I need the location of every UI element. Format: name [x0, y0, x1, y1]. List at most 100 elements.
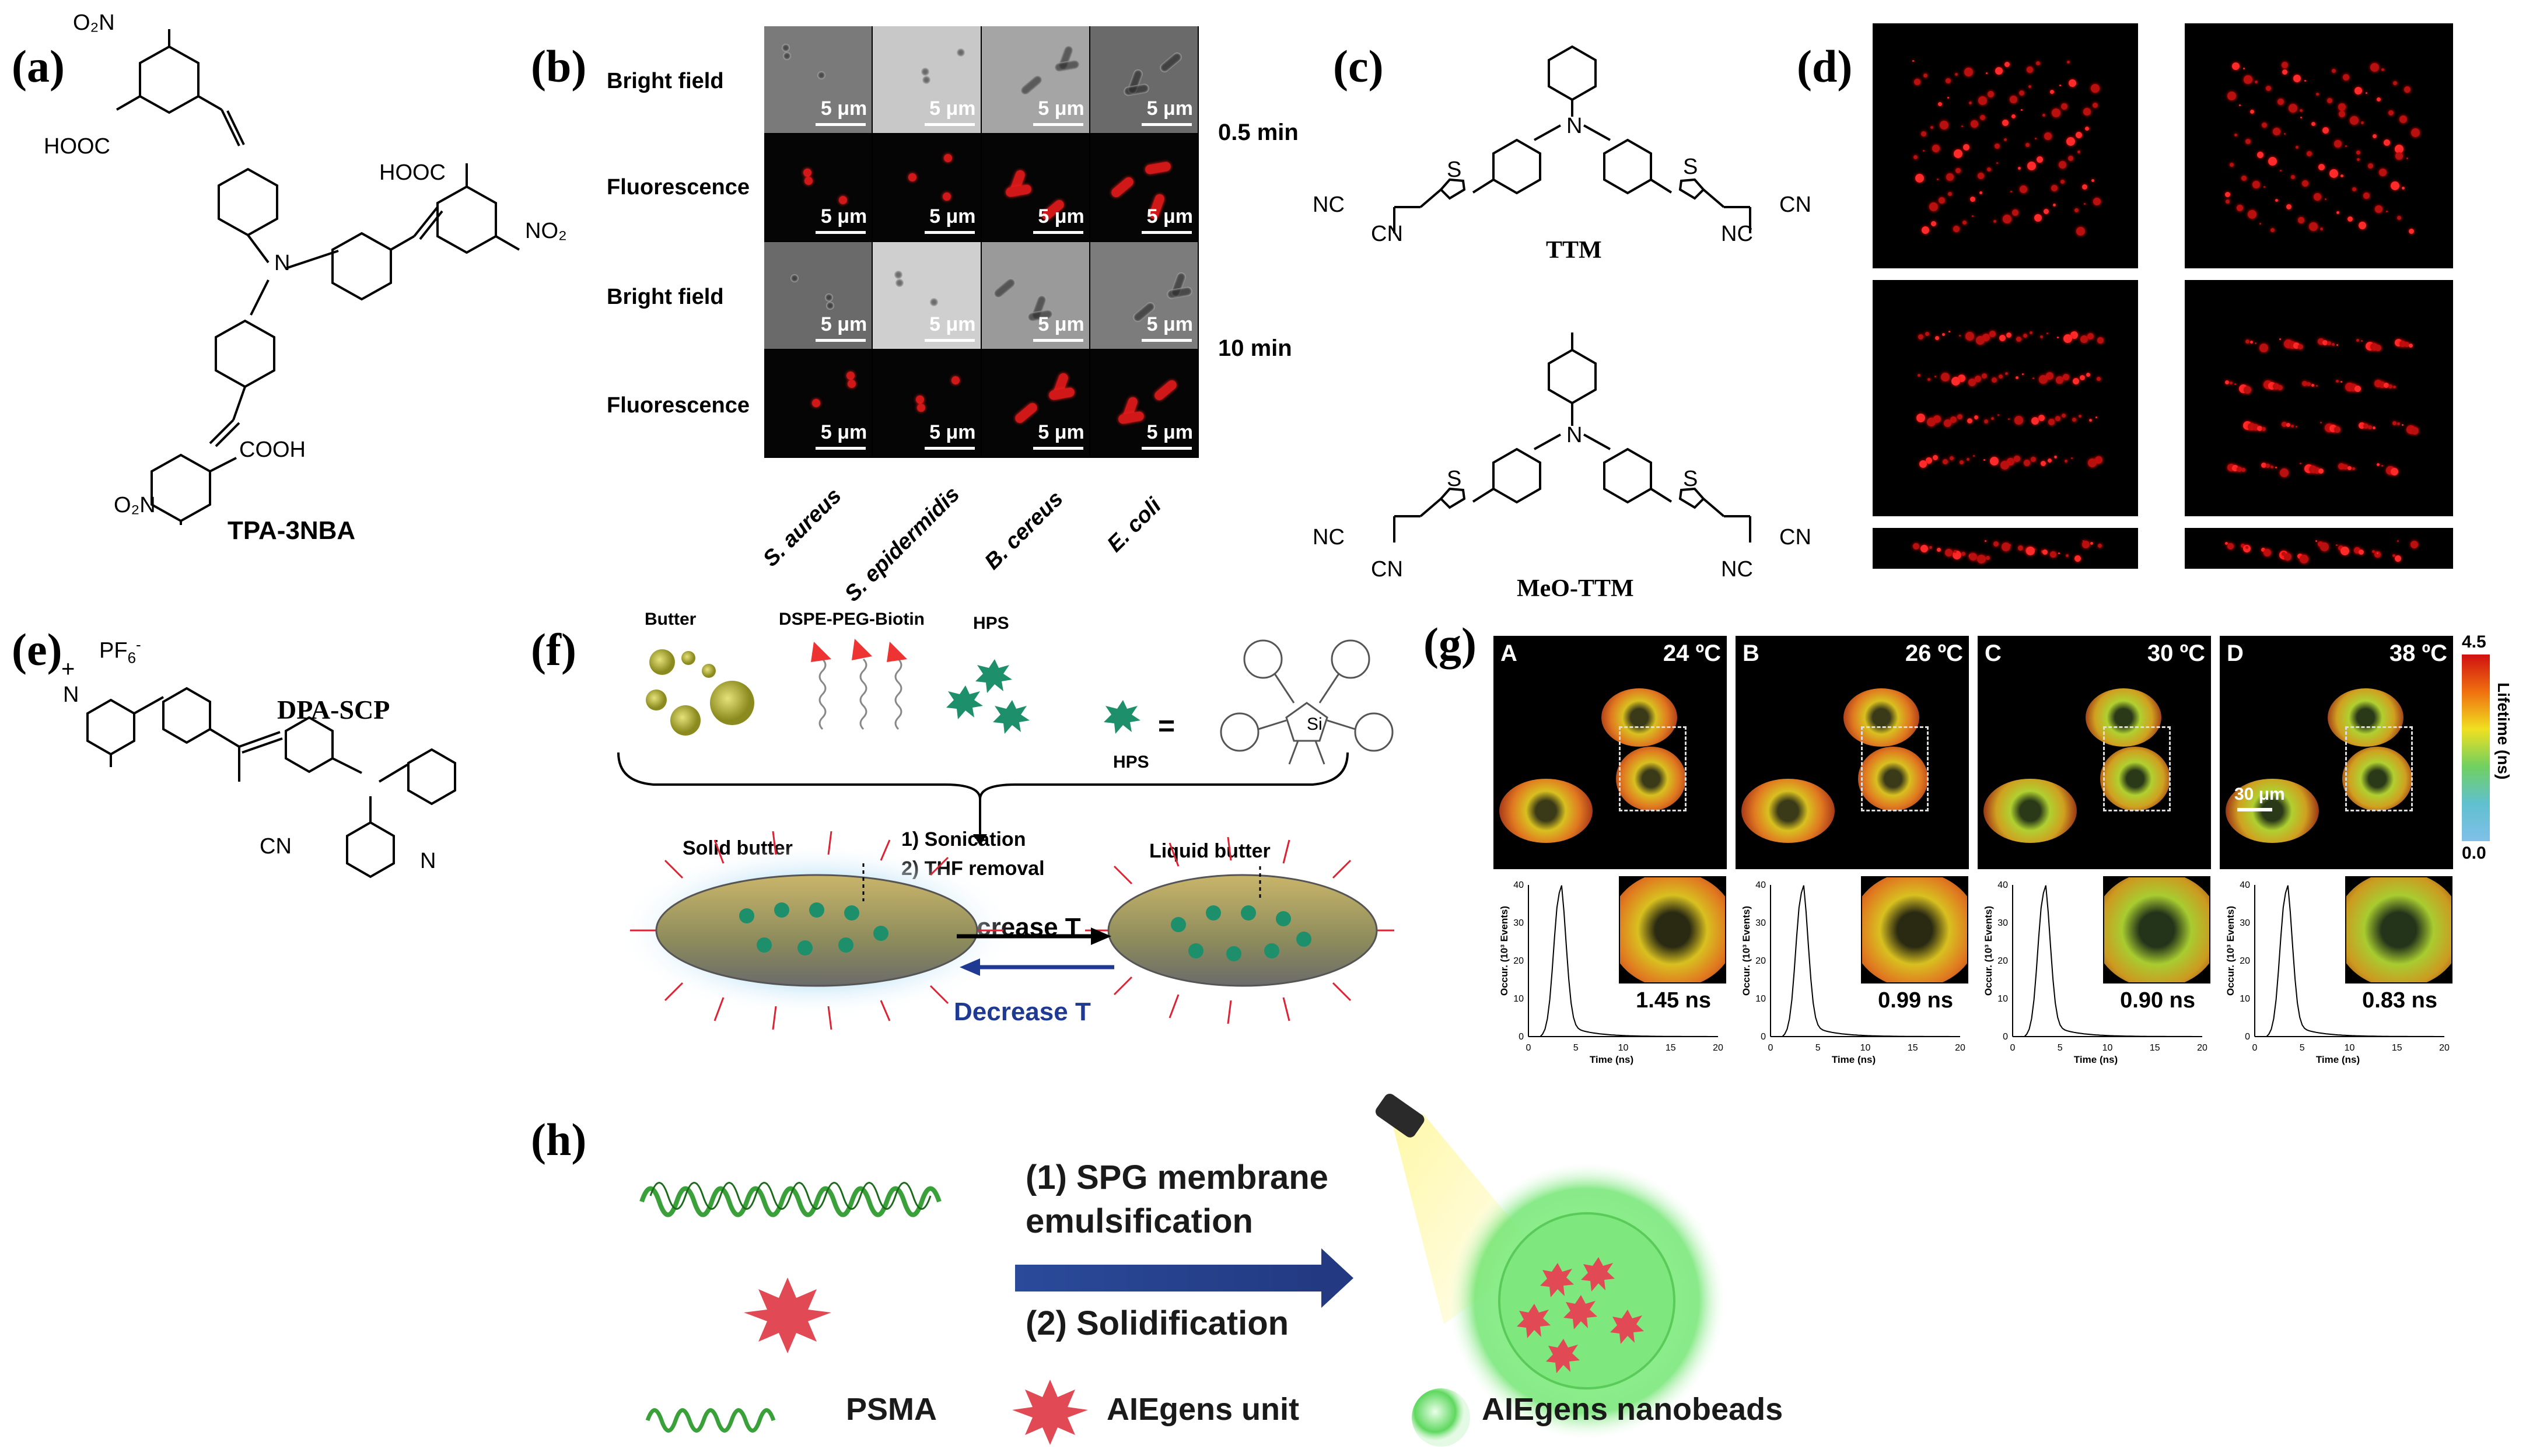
red-signal-dot [2363, 192, 2370, 199]
red-signal-dot [1960, 460, 1964, 465]
cell [1858, 747, 1928, 811]
red-signal-dot [2058, 552, 2060, 554]
red-signal-dot [1916, 414, 1926, 423]
compound-name-dpa-scp: DPA-SCP [277, 695, 390, 724]
scale-bar [1033, 339, 1083, 342]
red-signal-dot [1943, 419, 1951, 427]
x-axis-label: Time (ns) [2074, 1054, 2118, 1065]
red-signal-dot [2225, 192, 2230, 197]
species-s-epidermidis: S. epidermidis [840, 482, 965, 607]
panel-label-e: (e) [12, 624, 62, 675]
red-signal-dot [2361, 121, 2364, 124]
scale-bar-label: 5 μm [1146, 97, 1193, 120]
red-signal-dot [2309, 222, 2318, 231]
red-signal-dot [1961, 552, 1965, 556]
red-signal-dot [2245, 546, 2248, 549]
row-label-bright-2: Bright field [607, 285, 724, 309]
legend-aiegens-nanobeads: AIEgens nanobeads [1482, 1392, 1783, 1427]
ttm-s-right: S [1683, 155, 1698, 179]
red-signal-dot [1964, 68, 1973, 76]
colorbar-max: 4.5 [2462, 632, 2486, 652]
red-signal-dot [2024, 459, 2031, 466]
fluorescent-spot [837, 194, 849, 206]
cell [1741, 779, 1835, 843]
row-label-bright-1: Bright field [607, 69, 724, 93]
red-signal-dot [2255, 80, 2258, 83]
red-signal-dot [2015, 376, 2018, 379]
red-signal-dot [2234, 134, 2237, 136]
red-signal-dot [2237, 205, 2243, 211]
red-signal-dot [2397, 422, 2400, 426]
confocal-3d-view [1873, 23, 2138, 268]
red-signal-dot [2391, 467, 2398, 475]
red-signal-dot [1926, 457, 1933, 464]
red-signal-dot [2252, 424, 2259, 431]
y-axis-label: Occur. (10³ Events) [1983, 906, 1994, 996]
red-signal-dot [2343, 74, 2349, 80]
red-signal-dot [1953, 226, 1960, 232]
red-signal-dot [2067, 61, 2070, 64]
red-signal-dot [2391, 181, 2399, 190]
red-signal-dot [2051, 185, 2058, 191]
red-signal-dot [2377, 463, 2380, 467]
red-signal-dot [1946, 173, 1954, 181]
bacterium [816, 69, 827, 81]
red-signal-dot [2070, 331, 2078, 340]
ttm-structures [1393, 45, 1751, 542]
fluorescence-tile: 5 μm [873, 134, 981, 241]
lifetime-value: 0.99 ns [1878, 988, 1953, 1013]
fluorescence-tile: 5 μm [981, 350, 1089, 457]
red-signal-dot [2023, 334, 2027, 338]
bacterium [895, 278, 905, 288]
red-signal-dot [2027, 162, 2037, 170]
red-signal-dot [1988, 91, 1995, 97]
red-signal-dot [2320, 422, 2322, 424]
red-signal-dot [2066, 554, 2069, 557]
red-signal-dot [1969, 102, 1972, 104]
y-tick-label: 40 [1755, 880, 1766, 890]
red-signal-dot [2234, 383, 2236, 385]
red-signal-dot [2354, 547, 2360, 554]
red-signal-dot [2022, 373, 2024, 376]
x-tick-label: 15 [1908, 1043, 1918, 1053]
red-signal-dot [2055, 416, 2060, 422]
red-signal-dot [2050, 90, 2055, 94]
red-signal-dot [1943, 459, 1948, 464]
red-signal-dot [2397, 540, 2399, 542]
red-signal-dot [2409, 229, 2414, 234]
frame-letter: A [1500, 640, 1517, 666]
fluorescent-spot [943, 153, 953, 163]
red-signal-dot [2332, 342, 2335, 346]
red-signal-dot [1975, 376, 1982, 383]
red-signal-dot [2082, 184, 2088, 190]
red-signal-dot [2056, 337, 2059, 339]
red-signal-dot [2366, 92, 2367, 94]
x-tick-label: 15 [1666, 1043, 1676, 1053]
cell [1983, 779, 2077, 843]
red-signal-dot [2241, 544, 2245, 548]
red-signal-dot [2375, 205, 2382, 213]
red-signal-dot [1986, 72, 1988, 74]
red-signal-dot [2293, 75, 2301, 82]
confocal-3d-view [2185, 280, 2453, 516]
bacterium [1018, 73, 1044, 97]
red-signal-dot [2273, 128, 2280, 135]
red-signal-dot [1914, 79, 1921, 85]
red-signal-dot [2343, 464, 2348, 470]
red-signal-dot [1969, 553, 1978, 561]
red-signal-dot [2374, 551, 2381, 558]
red-signal-dot [1957, 414, 1962, 419]
fluorescent-spot [1144, 161, 1171, 175]
red-signal-dot [2282, 552, 2286, 556]
fluorescence-tile: 5 μm [764, 134, 872, 241]
red-signal-dot [2064, 460, 2067, 463]
red-signal-dot [2296, 146, 2298, 149]
red-signal-dot [2004, 62, 2010, 67]
red-signal-dot [2090, 84, 2100, 93]
y-tick-label: 0 [2245, 1032, 2250, 1042]
red-signal-dot [2257, 425, 2262, 431]
